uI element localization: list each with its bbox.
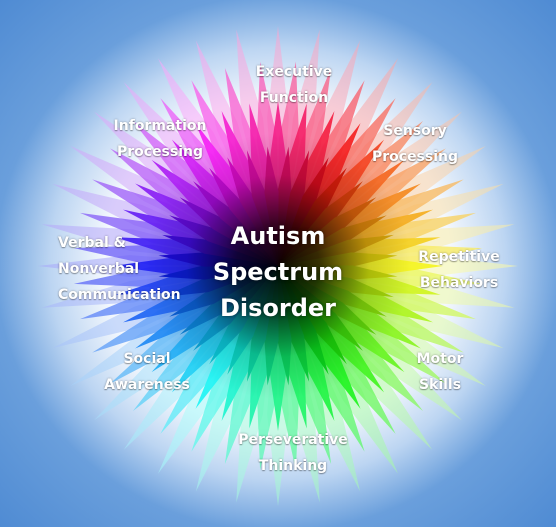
segment-label-line: Function [259, 90, 329, 106]
center-title-line-1: Autism [230, 222, 326, 250]
segment-label-line: Behaviors [419, 275, 499, 291]
segment-label-motor-skills: Motor Skills [395, 346, 485, 398]
segment-label-line: Social [123, 351, 171, 367]
segment-label-social-awareness: Social Awareness [92, 346, 202, 398]
segment-label-line: Motor [416, 351, 464, 367]
segment-label-line: Nonverbal [58, 261, 140, 277]
segment-label-line: Executive [255, 64, 333, 80]
segment-label-repetitive-behaviors: Repetitive Behaviors [404, 244, 514, 296]
center-title-line-2: Spectrum [212, 258, 344, 286]
center-title-line-3: Disorder [219, 294, 337, 322]
segment-label-line: Repetitive [418, 249, 500, 265]
segment-label-verbal-nonverbal-communication: Verbal & Nonverbal Communication [58, 230, 218, 308]
segment-label-information-processing: Information Processing [100, 113, 220, 165]
center-title: Autism Spectrum Disorder [210, 218, 346, 326]
segment-label-line: Sensory [383, 123, 447, 139]
segment-label-line: Awareness [104, 377, 190, 393]
segment-label-line: Skills [418, 377, 462, 393]
segment-label-line: Perseverative [238, 432, 348, 448]
segment-label-line: Processing [116, 144, 204, 160]
segment-label-sensory-processing: Sensory Processing [360, 118, 470, 170]
segment-label-line: Processing [371, 149, 459, 165]
segment-label-line: Information [113, 118, 207, 134]
segment-label-line: Verbal & [58, 235, 126, 251]
center-shade [88, 76, 468, 456]
segment-label-executive-function: Executive Function [244, 59, 344, 111]
segment-label-line: Communication [58, 287, 181, 303]
segment-label-perseverative-thinking: Perseverative Thinking [218, 427, 368, 479]
segment-label-line: Thinking [258, 458, 328, 474]
